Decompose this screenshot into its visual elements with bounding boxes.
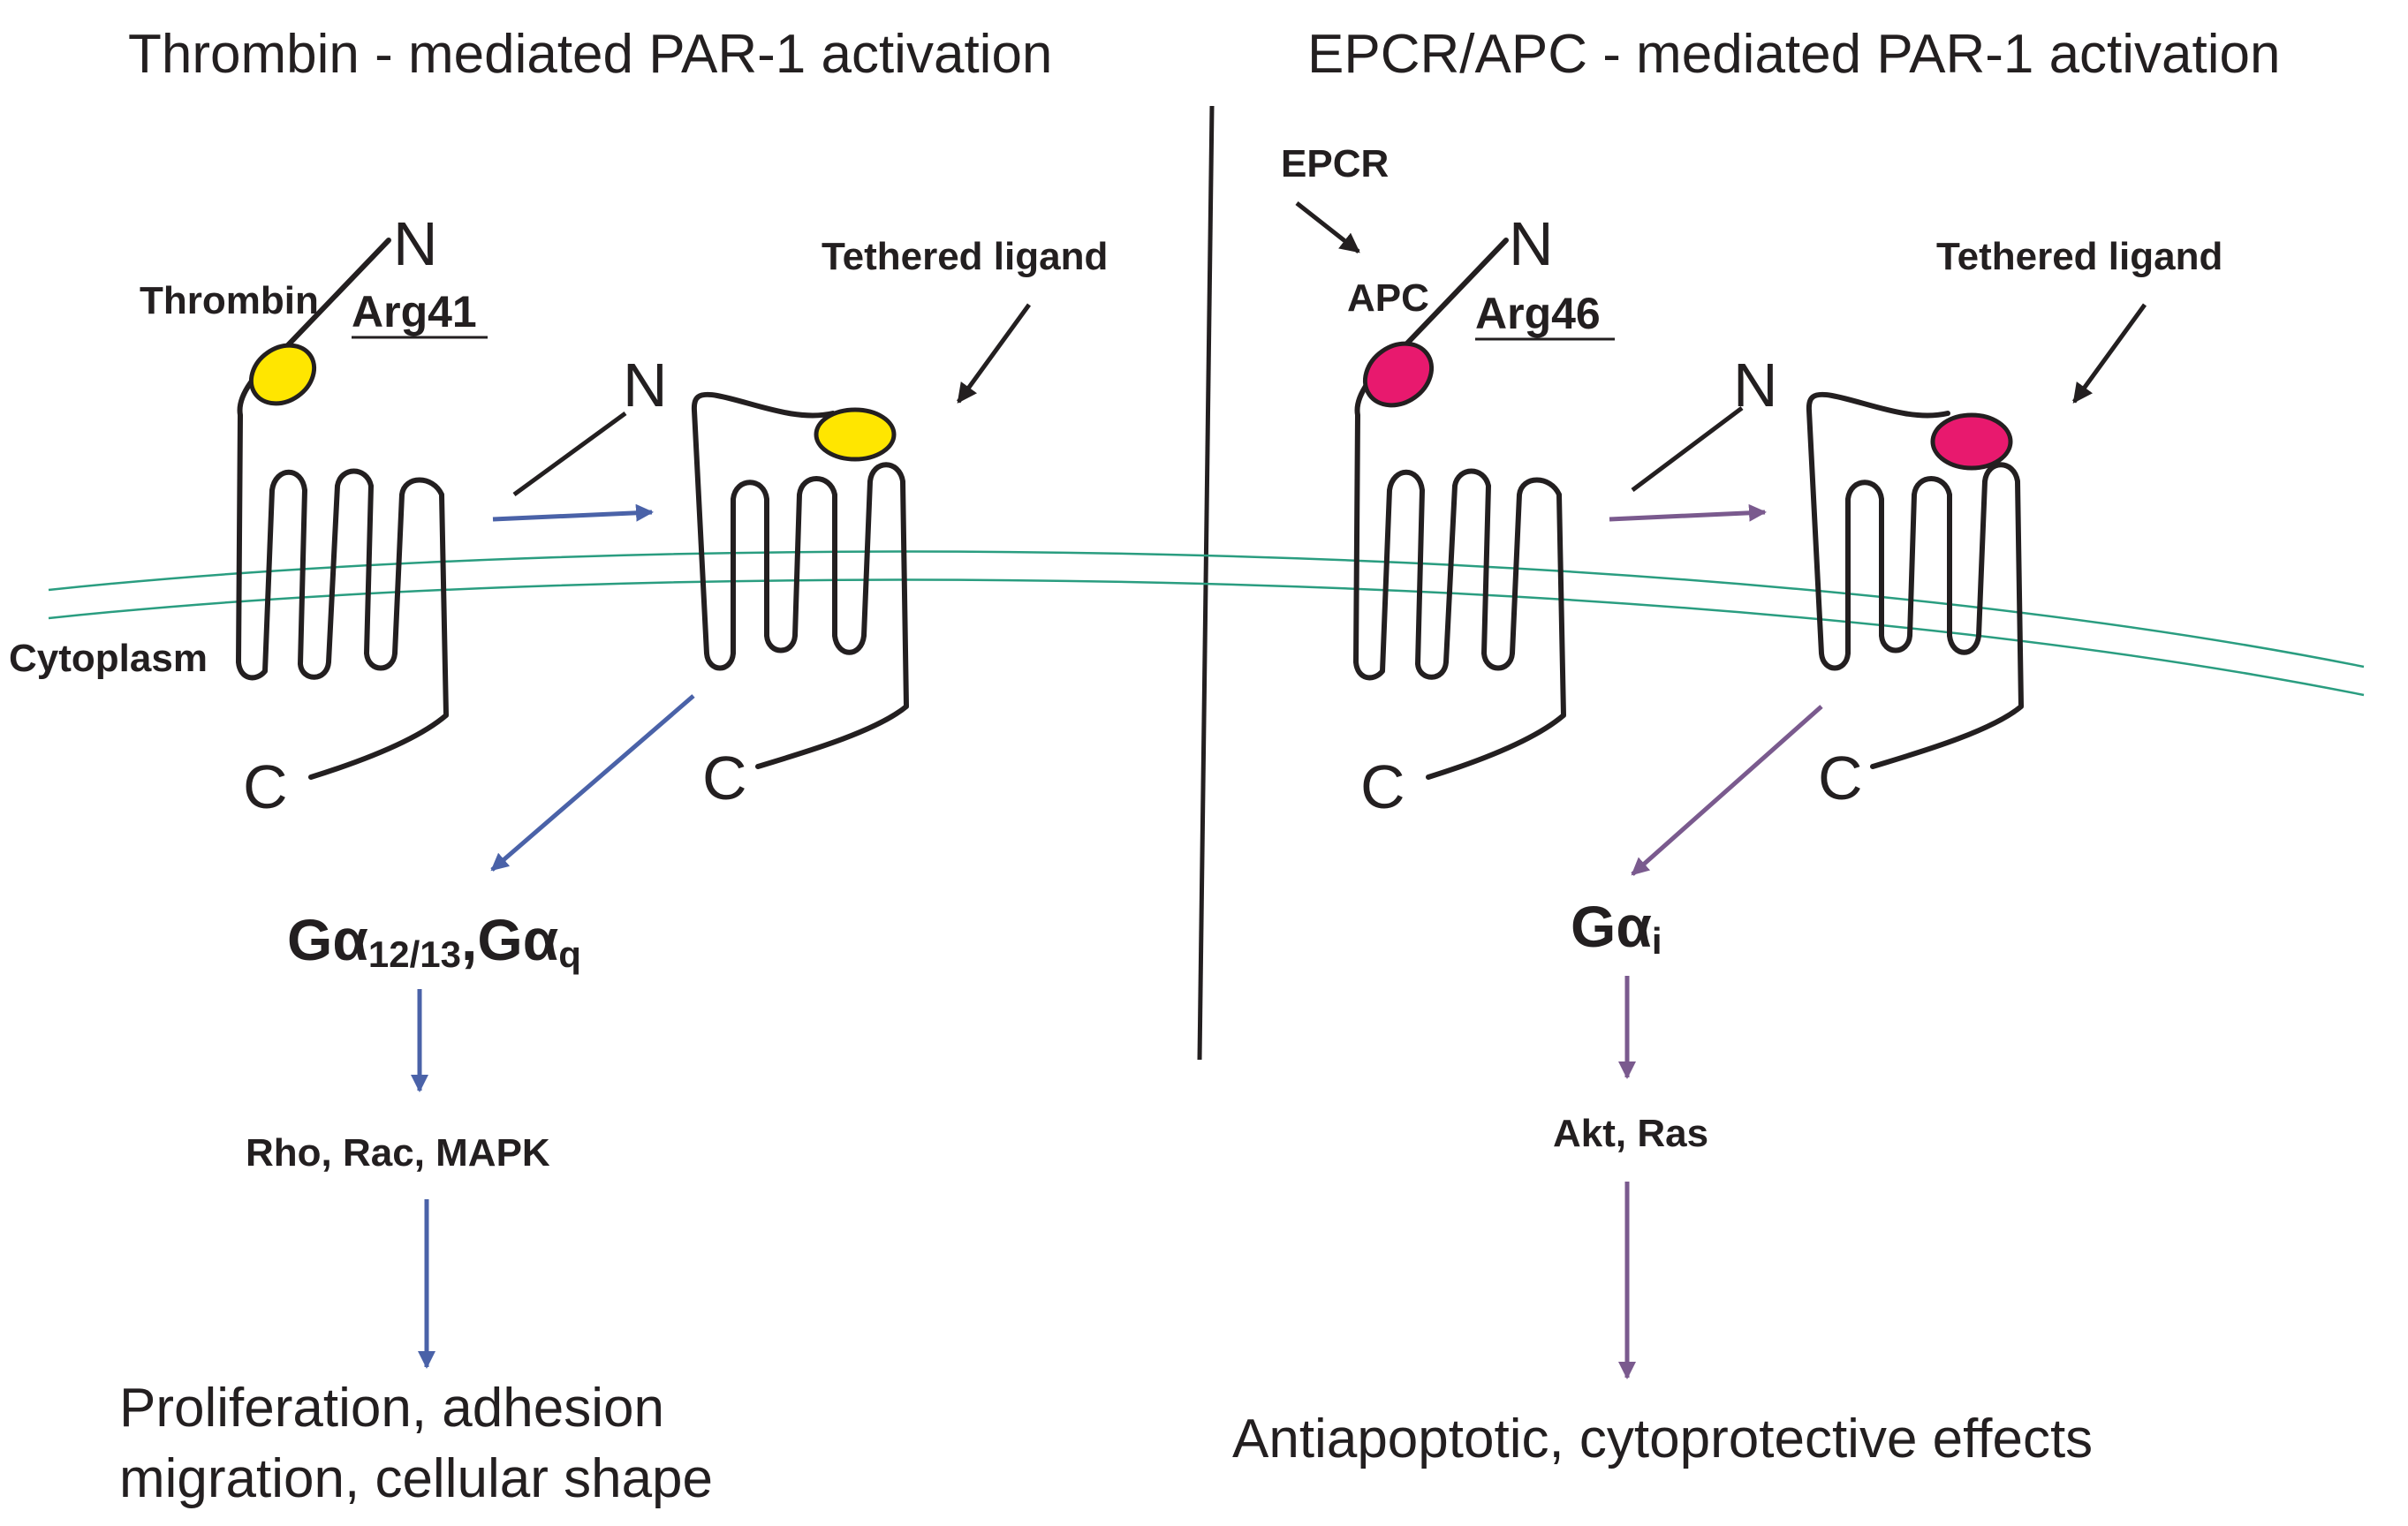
apc-label: APC xyxy=(1347,276,1429,320)
activation-arrow-right xyxy=(1609,503,1767,522)
thrombin-label: Thrombin xyxy=(140,279,319,322)
cleaved-n-fragment-right xyxy=(1631,406,1744,492)
signal-arrow-right xyxy=(1631,705,1823,876)
epcr-label: EPCR xyxy=(1281,142,1389,185)
right-n-terminus-1: N xyxy=(1509,209,1554,278)
epcr-arrow xyxy=(1295,201,1360,253)
cytoplasm-label: Cytoplasm xyxy=(9,637,208,680)
par1-receptor-activated-left xyxy=(691,391,909,769)
tethered-ligand-label-right: Tethered ligand xyxy=(1936,235,2222,278)
left-c-terminus-1: C xyxy=(243,752,288,821)
right-n-terminus-2: N xyxy=(1733,351,1778,419)
tethered-ligand-arrow-right xyxy=(2071,303,2147,404)
outcome-right: Antiapoptotic, cytoprotective effects xyxy=(1232,1409,2093,1469)
tethered-ligand-apc xyxy=(1930,412,2013,471)
left-n-terminus-2: N xyxy=(623,351,668,419)
cell-membrane xyxy=(48,550,2365,697)
tethered-ligand-thrombin xyxy=(814,407,897,462)
effectors-label-left: Rho, Rac, MAPK xyxy=(246,1131,550,1175)
left-c-terminus-2: C xyxy=(702,744,747,812)
g-protein-label-right: Gαi xyxy=(1571,894,1662,962)
tethered-ligand-arrow-left xyxy=(956,303,1032,404)
arg41-label: Arg41 xyxy=(352,287,477,336)
left-panel-title: Thrombin - mediated PAR-1 activation xyxy=(128,24,1052,85)
apc-ellipse xyxy=(1362,341,1435,408)
outcome-left-line2: migration, cellular shape xyxy=(119,1448,713,1509)
effectors-label-right: Akt, Ras xyxy=(1553,1112,1708,1155)
right-c-terminus-2: C xyxy=(1818,744,1863,812)
right-panel-title: EPCR/APC - mediated PAR-1 activation xyxy=(1307,24,2281,85)
signal-arrow-left xyxy=(490,694,695,872)
cleaved-n-fragment-left xyxy=(512,411,627,497)
par1-receptor-activated-right xyxy=(1806,391,2024,769)
g-protein-label-left: Gα12/13,Gαq xyxy=(287,907,581,975)
right-c-terminus-1: C xyxy=(1360,752,1405,821)
left-n-terminus-1: N xyxy=(393,209,438,278)
par1-receptor-uncleaved-left xyxy=(236,238,449,780)
arg46-label: Arg46 xyxy=(1475,289,1601,338)
outcome-left-line1: Proliferation, adhesion xyxy=(119,1378,664,1439)
tethered-ligand-label-left: Tethered ligand xyxy=(822,235,1108,278)
thrombin-ellipse xyxy=(248,343,317,406)
par1-receptor-uncleaved-right xyxy=(1353,238,1566,780)
activation-arrow-left xyxy=(492,503,654,522)
